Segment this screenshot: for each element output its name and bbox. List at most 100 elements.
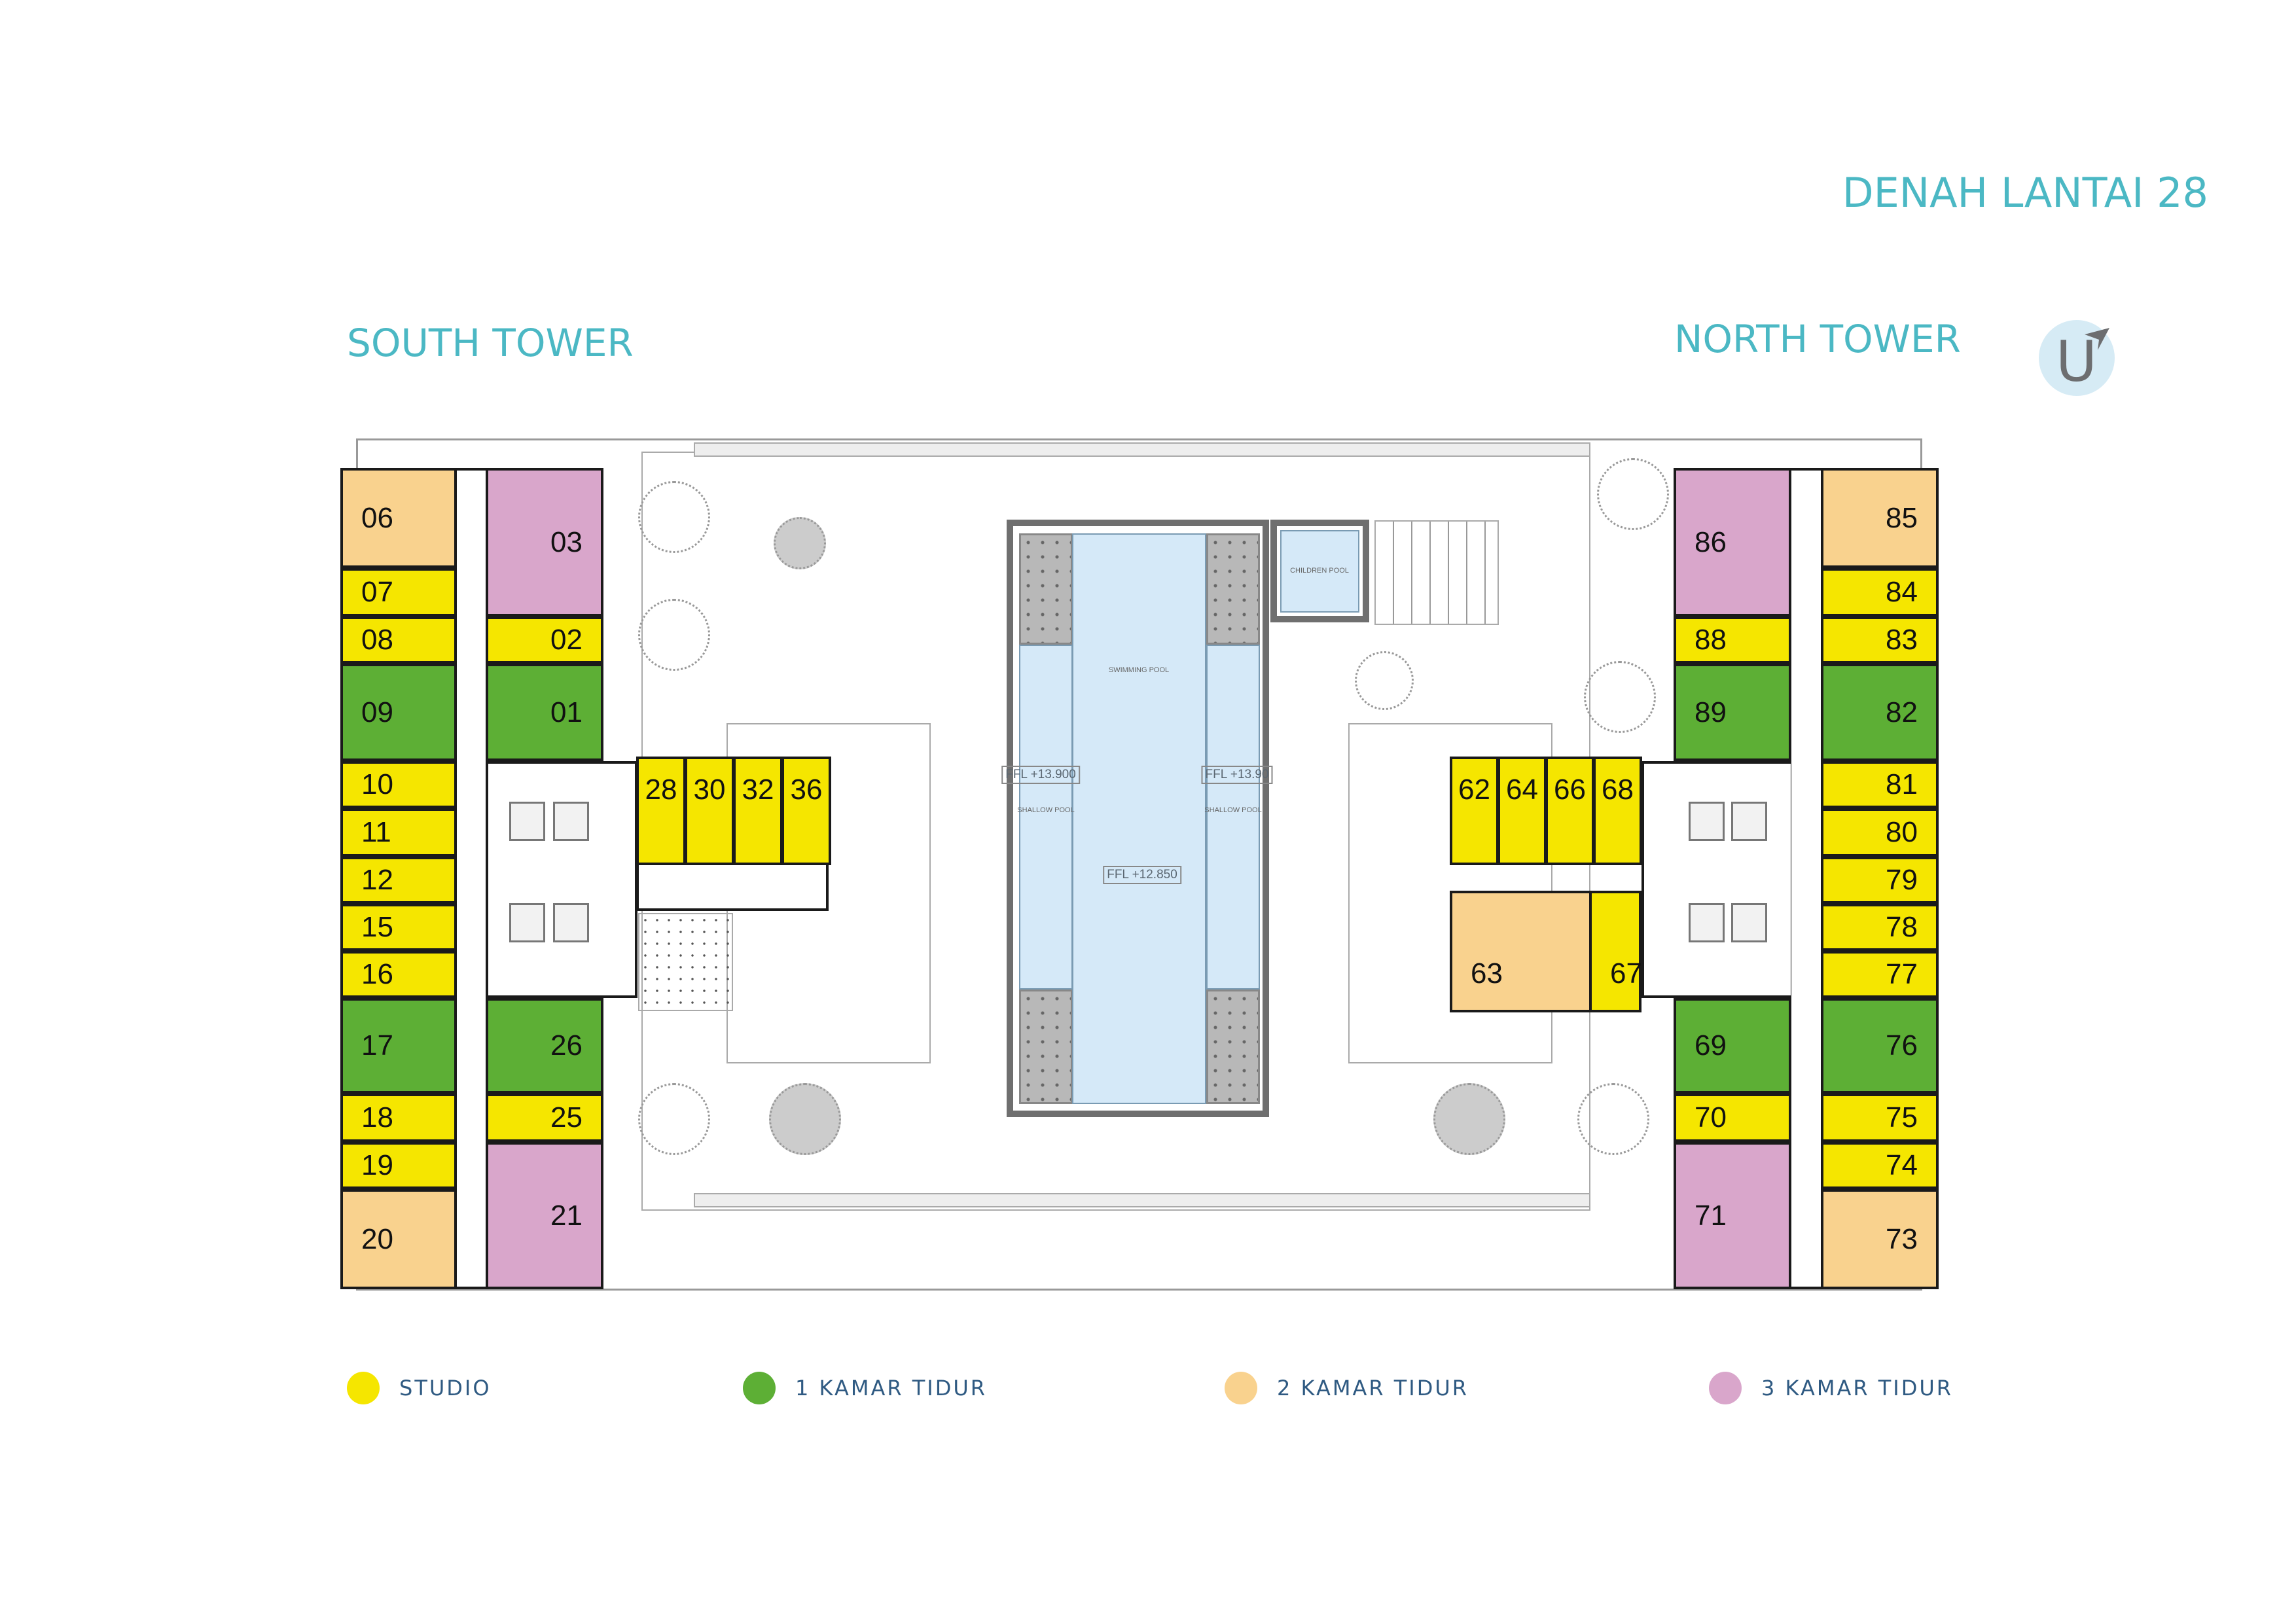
pool-planter bbox=[1019, 990, 1073, 1104]
unit-11[interactable]: 11 bbox=[340, 808, 457, 857]
unit-62[interactable]: 62 bbox=[1450, 757, 1499, 865]
legend-label: 1 KAMAR TIDUR bbox=[795, 1376, 988, 1400]
unit-number: 03 bbox=[550, 526, 583, 558]
planter-strip-top bbox=[694, 442, 1590, 457]
unit-number: 21 bbox=[550, 1199, 583, 1232]
unit-number: 16 bbox=[361, 958, 393, 990]
unit-number: 62 bbox=[1458, 774, 1490, 806]
unit-19[interactable]: 19 bbox=[340, 1142, 457, 1189]
unit-number: 83 bbox=[1886, 624, 1918, 656]
unit-07[interactable]: 07 bbox=[340, 568, 457, 616]
south-tower-heading: SOUTH TOWER bbox=[347, 321, 634, 365]
legend-label: 3 KAMAR TIDUR bbox=[1761, 1376, 1954, 1400]
unit-30[interactable]: 30 bbox=[685, 757, 734, 865]
main-pool bbox=[1072, 533, 1206, 1104]
elevator-icon bbox=[553, 802, 589, 841]
unit-number: 71 bbox=[1695, 1199, 1727, 1232]
unit-80[interactable]: 80 bbox=[1821, 808, 1939, 857]
unit-21[interactable]: 21 bbox=[486, 1142, 603, 1289]
gravel-area bbox=[638, 913, 733, 1011]
unit-77[interactable]: 77 bbox=[1821, 951, 1939, 998]
legend-item-1kt: 1 KAMAR TIDUR bbox=[743, 1372, 987, 1404]
unit-67[interactable]: 67 bbox=[1589, 891, 1642, 1012]
shallow-pool-label: SHALLOW POOL bbox=[1017, 806, 1075, 814]
tree-icon bbox=[1597, 458, 1669, 530]
shallow-pool-right bbox=[1206, 645, 1260, 990]
unit-26[interactable]: 26 bbox=[486, 998, 603, 1094]
unit-09[interactable]: 09 bbox=[340, 664, 457, 761]
unit-number: 36 bbox=[790, 774, 823, 806]
legend-item-studio: STUDIO bbox=[347, 1372, 492, 1404]
unit-83[interactable]: 83 bbox=[1821, 616, 1939, 664]
unit-71[interactable]: 71 bbox=[1674, 1142, 1791, 1289]
unit-01[interactable]: 01 bbox=[486, 664, 603, 761]
unit-number: 68 bbox=[1602, 774, 1634, 806]
unit-number: 77 bbox=[1886, 958, 1918, 990]
unit-16[interactable]: 16 bbox=[340, 951, 457, 998]
tree-icon bbox=[769, 1083, 841, 1155]
unit-88[interactable]: 88 bbox=[1674, 616, 1791, 664]
legend-dot-icon bbox=[743, 1372, 776, 1404]
tree-icon bbox=[638, 481, 710, 553]
unit-number: 11 bbox=[361, 816, 391, 848]
unit-76[interactable]: 76 bbox=[1821, 998, 1939, 1094]
unit-69[interactable]: 69 bbox=[1674, 998, 1791, 1094]
unit-10[interactable]: 10 bbox=[340, 761, 457, 808]
unit-12[interactable]: 12 bbox=[340, 857, 457, 904]
unit-68[interactable]: 68 bbox=[1593, 757, 1642, 865]
unit-36[interactable]: 36 bbox=[781, 757, 831, 865]
unit-18[interactable]: 18 bbox=[340, 1094, 457, 1142]
unit-08[interactable]: 08 bbox=[340, 616, 457, 664]
unit-86[interactable]: 86 bbox=[1674, 468, 1791, 616]
children-pool-label: CHILDREN POOL bbox=[1290, 567, 1349, 575]
legend-label: 2 KAMAR TIDUR bbox=[1277, 1376, 1469, 1400]
unit-85[interactable]: 85 bbox=[1821, 468, 1939, 568]
unit-number: 86 bbox=[1695, 526, 1727, 558]
unit-28[interactable]: 28 bbox=[636, 757, 686, 865]
tree-icon bbox=[1577, 1083, 1649, 1155]
unit-32[interactable]: 32 bbox=[733, 757, 783, 865]
shallow-pool-left bbox=[1019, 645, 1073, 990]
unit-73[interactable]: 73 bbox=[1821, 1189, 1939, 1289]
north-tower-heading: NORTH TOWER bbox=[1674, 317, 1961, 361]
unit-17[interactable]: 17 bbox=[340, 998, 457, 1094]
unit-74[interactable]: 74 bbox=[1821, 1142, 1939, 1189]
unit-02[interactable]: 02 bbox=[486, 616, 603, 664]
unit-79[interactable]: 79 bbox=[1821, 857, 1939, 904]
children-pool bbox=[1280, 530, 1359, 613]
unit-15[interactable]: 15 bbox=[340, 904, 457, 951]
unit-number: 79 bbox=[1886, 864, 1918, 896]
north-arrow-icon bbox=[2085, 328, 2109, 350]
legend-dot-icon bbox=[1225, 1372, 1257, 1404]
paving-grid bbox=[1374, 520, 1499, 625]
unit-number: 64 bbox=[1506, 774, 1538, 806]
unit-03[interactable]: 03 bbox=[486, 468, 603, 616]
unit-75[interactable]: 75 bbox=[1821, 1094, 1939, 1142]
unit-89[interactable]: 89 bbox=[1674, 664, 1791, 761]
unit-number: 69 bbox=[1695, 1029, 1727, 1061]
unit-82[interactable]: 82 bbox=[1821, 664, 1939, 761]
unit-number: 07 bbox=[361, 576, 393, 608]
tree-icon bbox=[1584, 661, 1656, 733]
unit-06[interactable]: 06 bbox=[340, 468, 457, 568]
unit-78[interactable]: 78 bbox=[1821, 904, 1939, 951]
unit-number: 19 bbox=[361, 1149, 393, 1181]
unit-25[interactable]: 25 bbox=[486, 1094, 603, 1142]
unit-number: 06 bbox=[361, 501, 393, 534]
unit-81[interactable]: 81 bbox=[1821, 761, 1939, 808]
unit-84[interactable]: 84 bbox=[1821, 568, 1939, 616]
unit-number: 20 bbox=[361, 1222, 393, 1255]
unit-number: 18 bbox=[361, 1101, 393, 1133]
unit-66[interactable]: 66 bbox=[1545, 757, 1594, 865]
unit-number: 76 bbox=[1886, 1029, 1918, 1061]
pool-planter bbox=[1206, 533, 1260, 645]
tree-icon bbox=[1355, 651, 1414, 710]
unit-63[interactable]: 63 bbox=[1450, 891, 1592, 1012]
unit-20[interactable]: 20 bbox=[340, 1189, 457, 1289]
unit-70[interactable]: 70 bbox=[1674, 1094, 1791, 1142]
unit-64[interactable]: 64 bbox=[1498, 757, 1547, 865]
unit-number: 78 bbox=[1886, 911, 1918, 943]
unit-number: 25 bbox=[550, 1101, 583, 1133]
tree-icon bbox=[1433, 1083, 1505, 1155]
tree-icon bbox=[638, 1083, 710, 1155]
